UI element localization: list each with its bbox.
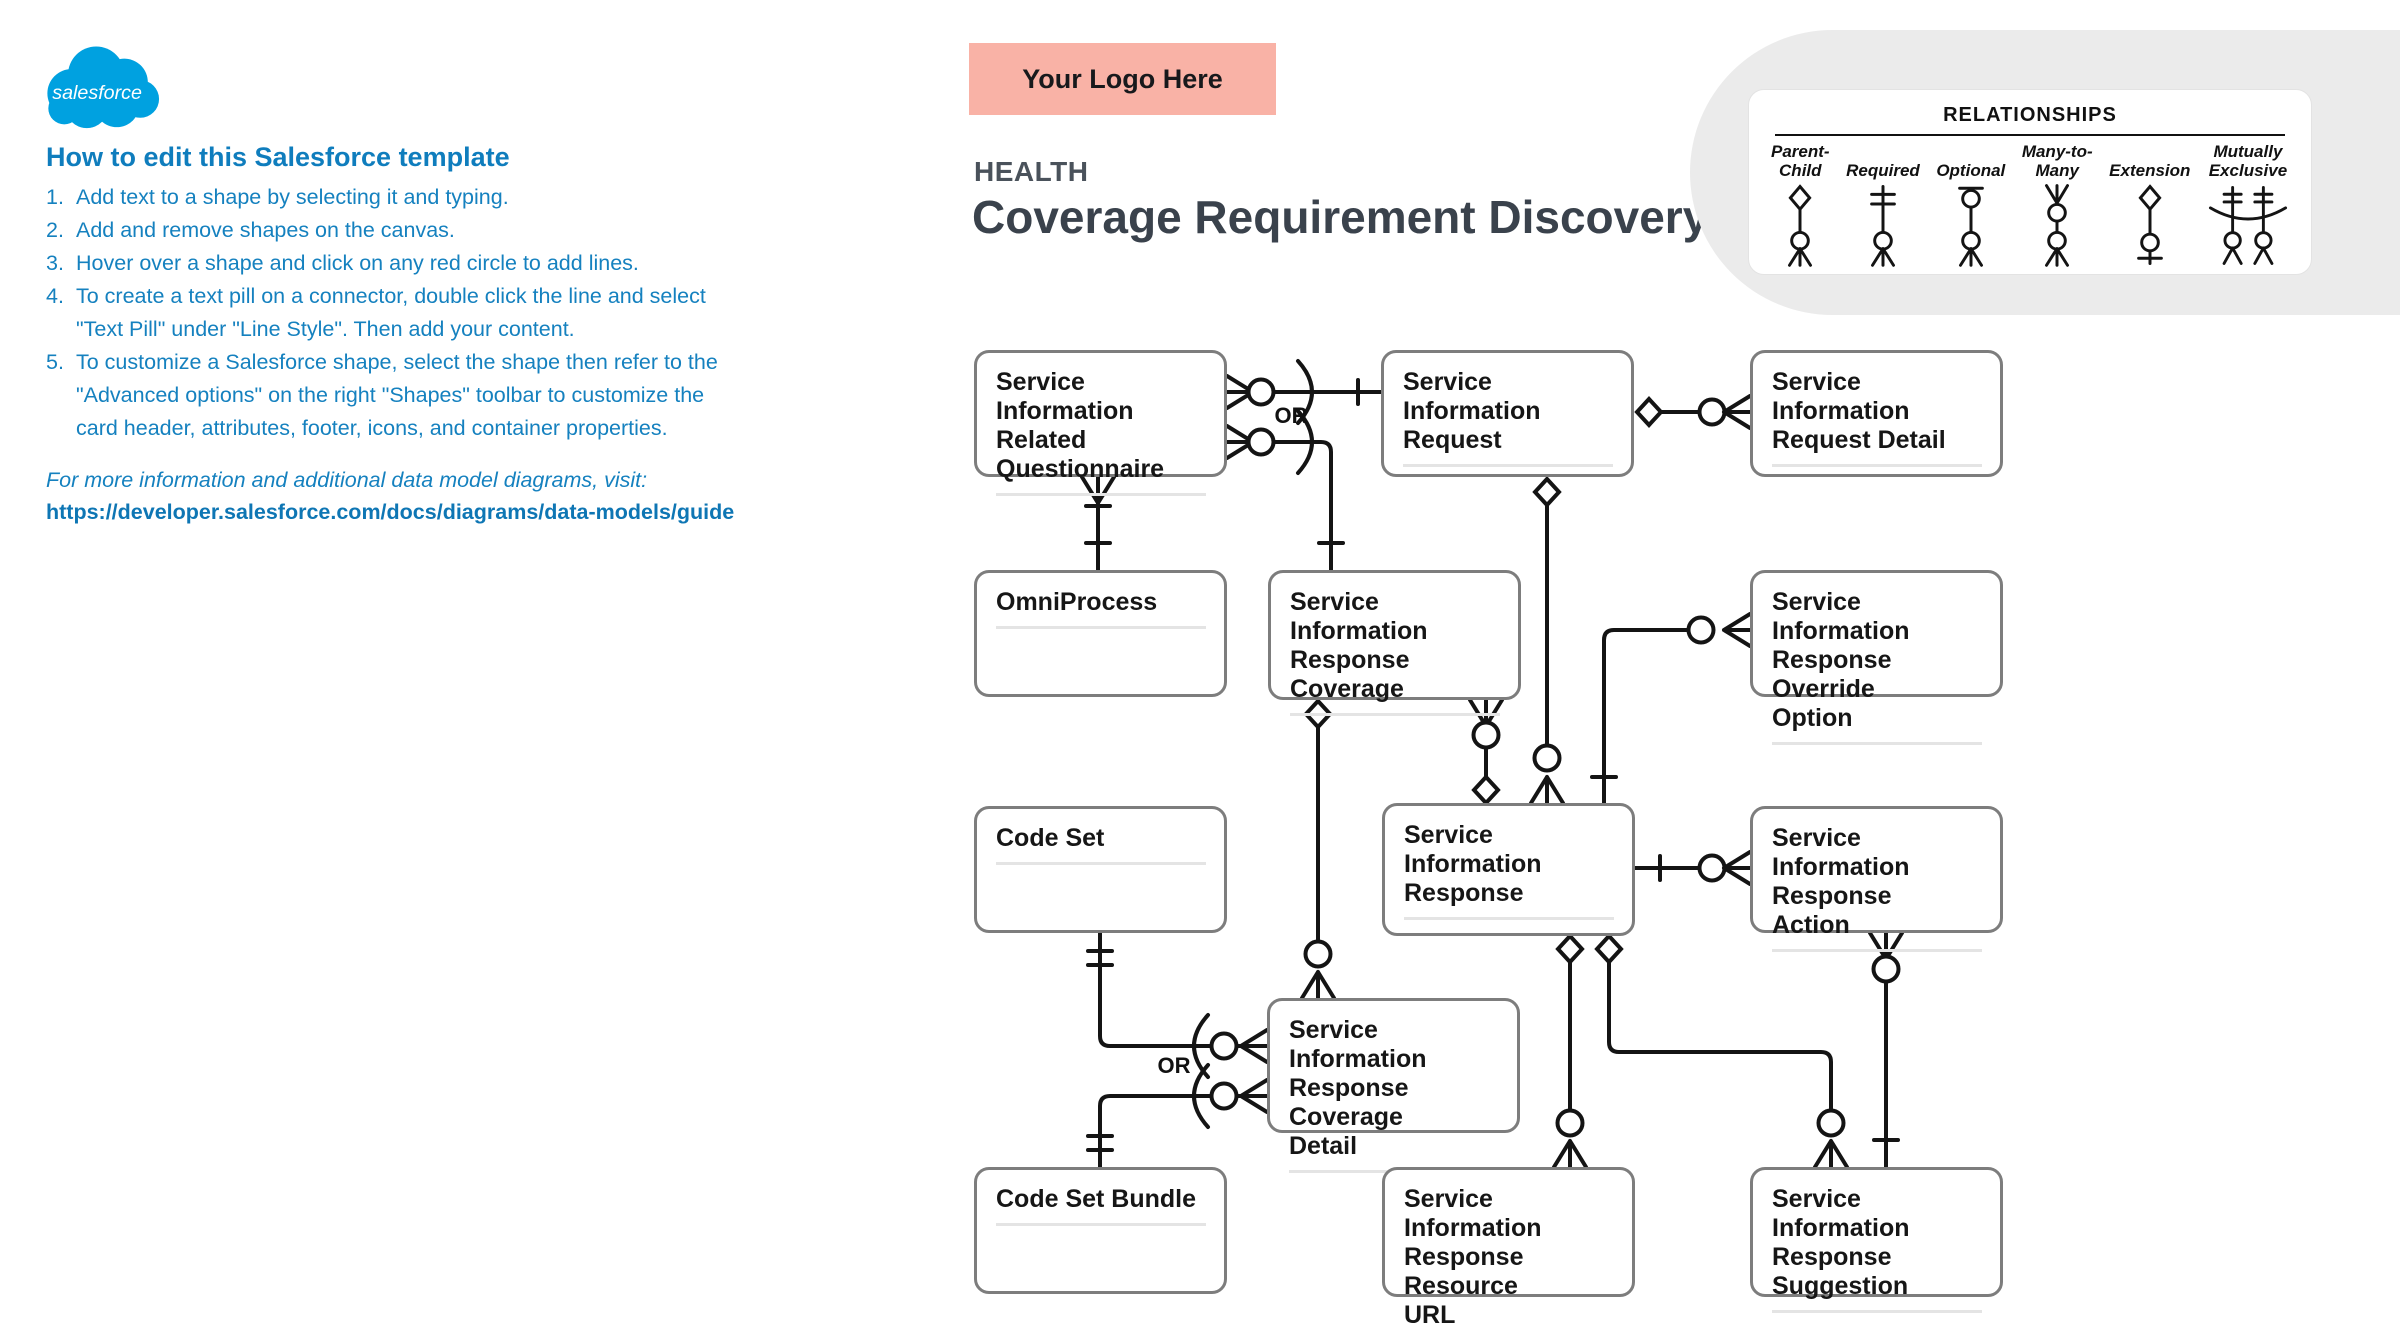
or-label-top: OR [1274, 403, 1308, 428]
step-number: 2. [46, 218, 64, 242]
legend-rule [1775, 134, 2285, 136]
connector-sirc-sircd[interactable] [1300, 698, 1336, 1000]
or-label-bottom: OR [1157, 1053, 1191, 1078]
docs-link[interactable]: https://developer.salesforce.com/docs/di… [46, 500, 735, 524]
connector-sira-sirs[interactable] [1868, 931, 1904, 1169]
salesforce-logo-icon: salesforce [47, 46, 160, 129]
entity-sirs[interactable]: Service Information Response Suggestion [1750, 1167, 2003, 1313]
entity-sird[interactable]: Service Information Request Detail [1750, 350, 2003, 477]
entity-attribute-separator [996, 626, 1206, 629]
step-number: 5. [46, 350, 64, 374]
connector-siresponse-sirs[interactable] [1594, 933, 1849, 1169]
entity-title: Service Information Response Suggestion [1772, 1185, 1910, 1300]
instruction-step: 4. To create a text pill on a connector, … [46, 280, 826, 346]
optional-icon [1943, 183, 1999, 267]
instruction-list: 1. Add text to a shape by selecting it an… [46, 181, 826, 445]
entity-sirc[interactable]: Service Information Response Coverage [1268, 570, 1521, 716]
entity-title: Service Information Response Action [1772, 824, 1910, 939]
entity-title: Service Information Response Override Op… [1772, 588, 1910, 732]
legend-item-mutually-exclusive: Mutually Exclusive [2207, 142, 2289, 267]
entity-attribute-separator [1772, 1310, 1982, 1313]
extension-icon [2122, 183, 2178, 267]
legend-label: Many-to- Many [2021, 142, 2093, 180]
entity-attribute-separator [1772, 742, 1982, 745]
entity-title: Service Information Response Resource UR… [1404, 1185, 1542, 1329]
entity-codeset[interactable]: Code Set [974, 806, 1227, 933]
instruction-step: 3. Hover over a shape and click on any re… [46, 247, 826, 280]
step-text: Hover over a shape and click on any red … [76, 251, 639, 275]
legend-title: RELATIONSHIPS [1943, 104, 2117, 126]
connector-sir-siresponse[interactable] [1529, 476, 1565, 805]
entity-attribute-separator [1403, 464, 1613, 467]
mutually-exclusive-icon [2207, 183, 2289, 267]
step-text: Add text to a shape by selecting it and … [76, 185, 509, 209]
legend-label: Optional [1936, 161, 2006, 180]
step-number: 3. [46, 251, 64, 275]
required-icon [1855, 183, 1911, 267]
entity-title: Code Set [996, 824, 1105, 852]
step-text: To create a text pill on a connector, do… [76, 284, 706, 341]
entity-siresponse[interactable]: Service Information Response [1382, 803, 1635, 936]
entity-title: Service Information Response Coverage De… [1289, 1016, 1427, 1160]
entity-title: Service Information Request Detail [1772, 368, 1946, 454]
entity-codesetbundle[interactable]: Code Set Bundle [974, 1167, 1227, 1294]
legend-label: Parent- Child [1771, 142, 1830, 180]
entity-title: Service Information Related Questionnair… [996, 368, 1165, 483]
connector-sirq-omniprocess[interactable] [1080, 475, 1116, 572]
parent-child-icon [1772, 183, 1828, 267]
entity-omniprocess[interactable]: OmniProcess [974, 570, 1227, 697]
entity-title: OmniProcess [996, 588, 1158, 616]
instruction-step: 5. To customize a Salesforce shape, selec… [46, 346, 826, 445]
step-text: Add and remove shapes on the canvas. [76, 218, 455, 242]
sidebar-title: How to edit this Salesforce template [46, 142, 510, 172]
entity-attribute-separator [1772, 949, 1982, 952]
entity-attribute-separator [1404, 917, 1614, 920]
many-to-many-icon [2029, 183, 2085, 267]
entity-title: Service Information Response Coverage [1290, 588, 1428, 703]
category-label: HEALTH [974, 156, 1089, 187]
legend-item-extension: Extension [2109, 161, 2190, 267]
step-number: 4. [46, 284, 64, 308]
entity-attribute-separator [1290, 713, 1500, 716]
connector-codesetbundle-sircd[interactable] [1086, 1063, 1269, 1169]
entity-sirq[interactable]: Service Information Related Questionnair… [974, 350, 1227, 496]
entity-sir[interactable]: Service Information Request [1381, 350, 1634, 477]
legend-label: Extension [2109, 161, 2191, 180]
legend-label: Mutually Exclusive [2208, 142, 2288, 180]
entity-attribute-separator [996, 1223, 1206, 1226]
entity-title: Service Information Request [1403, 368, 1541, 454]
entity-attribute-separator [996, 493, 1206, 496]
legend-item-parent-child: Parent- Child [1771, 142, 1830, 267]
entity-title: Service Information Response [1404, 821, 1542, 907]
legend-item-many-to-many: Many-to- Many [2022, 142, 2093, 267]
step-number: 1. [46, 185, 64, 209]
sidebar-note: For more information and additional data… [46, 468, 648, 492]
entity-siroo[interactable]: Service Information Response Override Op… [1750, 570, 2003, 745]
entity-sircd[interactable]: Service Information Response Coverage De… [1267, 998, 1520, 1173]
entity-sira[interactable]: Service Information Response Action [1750, 806, 2003, 952]
connector-siresponse-sirru[interactable] [1552, 933, 1588, 1169]
step-text: To customize a Salesforce shape, select … [76, 350, 718, 440]
connector-codeset-sircd[interactable] [1086, 931, 1269, 1079]
legend-item-required: Required [1846, 161, 1920, 267]
entity-attribute-separator [1772, 464, 1982, 467]
legend-item-optional: Optional [1936, 161, 2005, 267]
instruction-step: 1. Add text to a shape by selecting it an… [46, 181, 826, 214]
instruction-step: 2. Add and remove shapes on the canvas. [46, 214, 826, 247]
logo-placeholder[interactable]: Your Logo Here [969, 43, 1276, 115]
entity-sirru[interactable]: Service Information Response Resource UR… [1382, 1167, 1635, 1329]
connector-siroo-siresponse[interactable] [1590, 612, 1752, 805]
entity-title: Code Set Bundle [996, 1185, 1197, 1213]
connector-sirq-sirc[interactable] [1225, 409, 1345, 572]
entity-attribute-separator [996, 862, 1206, 865]
connector-siresponse-sira[interactable] [1633, 850, 1752, 886]
page-title: Coverage Requirement Discovery [972, 191, 1709, 243]
legend-label: Required [1846, 161, 1920, 180]
salesforce-logo-text: salesforce [52, 82, 142, 104]
connector-sir-sird[interactable] [1634, 394, 1752, 430]
